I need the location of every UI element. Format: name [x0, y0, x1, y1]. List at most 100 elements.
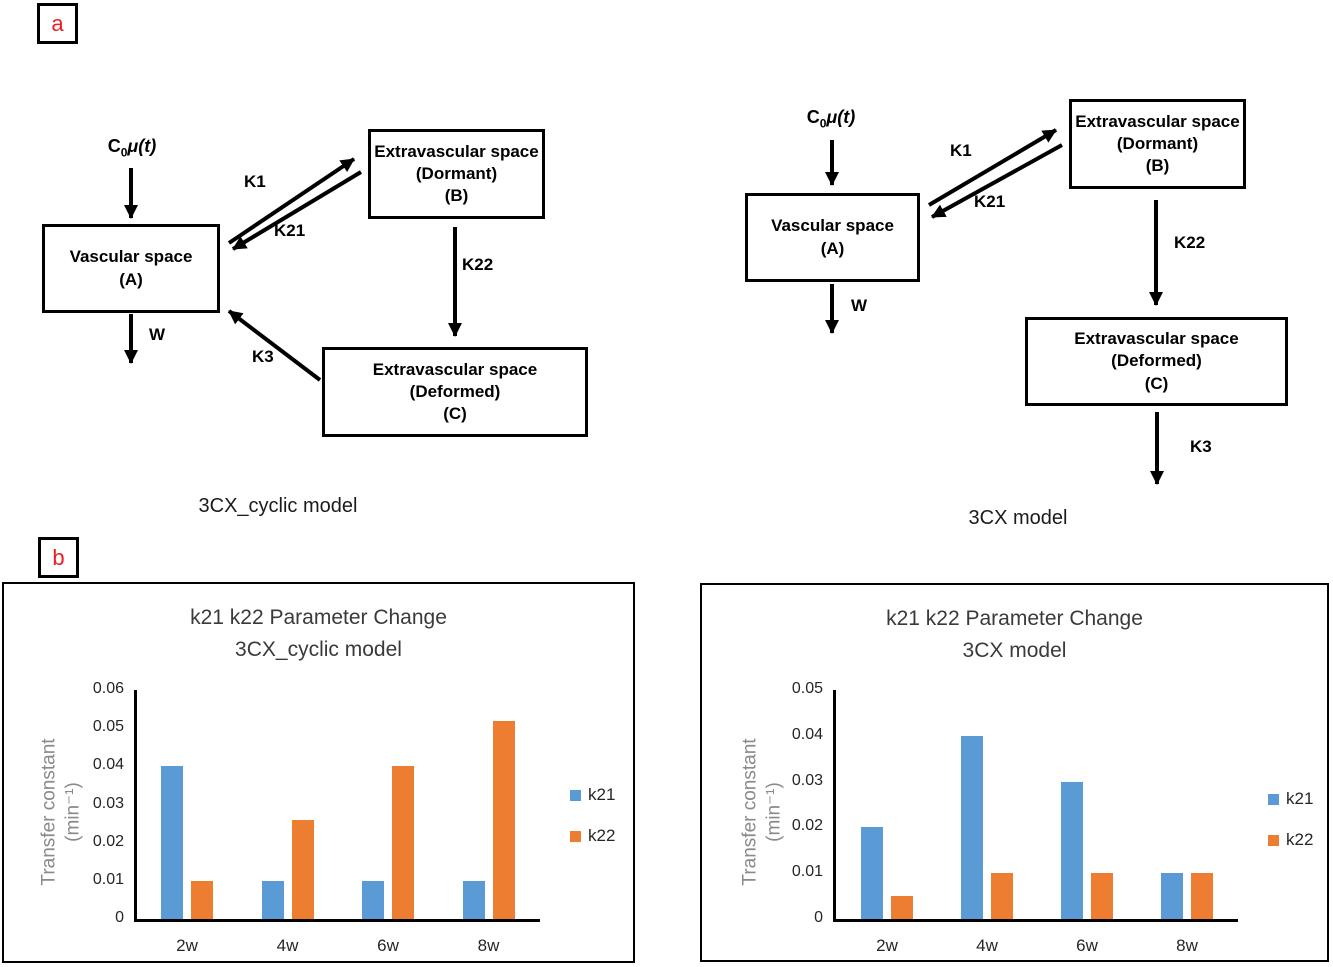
- input-function-label: C0μ(t): [90, 136, 174, 160]
- compartment-box-deformed-left: Extravascular space (Deformed) (C): [322, 347, 588, 437]
- x-category-label: 4w: [976, 936, 998, 955]
- y-tick-label: 0.04: [92, 756, 124, 774]
- bar-k22-6w: [392, 766, 414, 919]
- panel-label-b: b: [38, 537, 79, 578]
- box-line: (B): [1145, 156, 1170, 176]
- bar-chart-cyclic: k21 k22 Parameter Change 3CX_cyclic mode…: [2, 582, 635, 963]
- bar-k21-2w: [861, 827, 883, 919]
- input-mut: μ(t): [127, 136, 157, 156]
- input-mut: μ(t): [826, 107, 856, 127]
- chart-title-line1: k21 k22 Parameter Change: [190, 606, 447, 629]
- x-category-label: 6w: [1076, 936, 1098, 955]
- y-tick-label: 0.05: [791, 680, 823, 697]
- box-line: Extravascular space: [1074, 329, 1239, 349]
- legend-label-k22: k22: [588, 826, 616, 845]
- compartment-box-deformed-right: Extravascular space (Deformed) (C): [1025, 317, 1288, 406]
- rate-label-k1-right: K1: [950, 141, 972, 160]
- legend-item-k22: k22: [570, 826, 615, 846]
- y-tick-label: 0.02: [791, 817, 823, 835]
- y-axis-line: [134, 690, 137, 922]
- input-function-label: C0μ(t): [789, 107, 873, 131]
- y-tick-label: 0.06: [92, 680, 124, 697]
- box-line: Extravascular space: [372, 359, 538, 379]
- y-tick-label: 0.03: [791, 771, 823, 789]
- box-line: (Deformed): [1111, 351, 1202, 371]
- panel-label-b-text: b: [52, 544, 65, 570]
- box-line: (C): [1144, 373, 1169, 393]
- y-tick-label: 0.05: [92, 718, 124, 736]
- box-line: (Deformed): [409, 381, 501, 401]
- chart-legend: k21 k22: [570, 785, 615, 846]
- compartment-box-vascular-right: Vascular space (A): [745, 193, 920, 282]
- x-category-label: 8w: [1176, 936, 1198, 955]
- bar-k22-4w: [991, 873, 1013, 919]
- arrow-k3-left: [227, 309, 322, 382]
- box-line: Vascular space: [69, 247, 193, 267]
- panel-label-a: a: [37, 3, 78, 44]
- y-tick-label: 0: [115, 909, 124, 926]
- x-category-label: 2w: [176, 936, 198, 955]
- compartment-box-vascular-left: Vascular space (A): [42, 224, 220, 313]
- rate-label-k3-right: K3: [1190, 437, 1212, 456]
- rate-label-w-right: W: [851, 296, 868, 315]
- box-line: (B): [444, 186, 469, 206]
- bar-k21-8w: [462, 881, 485, 919]
- chart-title-line1: k21 k22 Parameter Change: [886, 607, 1143, 630]
- chart-title: k21 k22 Parameter Change 3CX model: [702, 603, 1327, 666]
- input-c: C: [806, 107, 820, 127]
- compartment-box-dormant-right: Extravascular space (Dormant) (B): [1069, 99, 1246, 189]
- box-line: (A): [119, 269, 143, 289]
- legend-swatch-k22: [1268, 834, 1279, 846]
- box-line: (Dormant): [1116, 133, 1199, 153]
- legend-label-k22: k22: [1286, 830, 1314, 849]
- box-line: (C): [443, 404, 467, 424]
- y-tick-label: 0: [814, 909, 823, 926]
- x-category-label: 6w: [377, 936, 399, 955]
- chart-title: k21 k22 Parameter Change 3CX_cyclic mode…: [4, 602, 633, 665]
- bar-k21-4w: [261, 881, 284, 919]
- input-c: C: [107, 136, 121, 156]
- bar-k21-4w: [961, 736, 983, 919]
- legend-item-k22: k22: [1268, 830, 1313, 850]
- bar-k22-2w: [191, 881, 213, 919]
- rate-label-k22-right: K22: [1174, 233, 1206, 252]
- x-axis-line: [134, 919, 540, 922]
- box-line: Extravascular space: [1075, 111, 1240, 131]
- rate-label-k22-left: K22: [462, 255, 494, 274]
- x-category-label: 2w: [876, 936, 898, 955]
- y-axis-label-line1: Transfer constant: [38, 738, 60, 886]
- y-axis-line: [833, 690, 836, 922]
- rate-label-k21-right: K21: [974, 192, 1006, 211]
- y-tick-label: 0.01: [92, 870, 124, 888]
- legend-label-k21: k21: [1286, 789, 1314, 808]
- bar-k22-8w: [1191, 873, 1213, 919]
- compartment-box-dormant-left: Extravascular space (Dormant) (B): [368, 129, 545, 219]
- legend-swatch-k21: [1268, 793, 1279, 805]
- legend-swatch-k21: [570, 789, 581, 801]
- bar-k22-4w: [291, 820, 314, 919]
- bar-chart-3cx: k21 k22 Parameter Change 3CX model Trans…: [700, 583, 1329, 962]
- diagram-caption-left: 3CX_cyclic model: [198, 495, 358, 517]
- rate-label-k1-left: K1: [244, 172, 266, 191]
- bar-k22-8w: [492, 721, 515, 919]
- legend-item-k21: k21: [1268, 789, 1313, 809]
- box-line: Vascular space: [771, 216, 894, 236]
- y-tick-label: 0.04: [791, 725, 823, 743]
- y-axis-label-line1: Transfer constant: [739, 738, 761, 886]
- bar-k21-6w: [1061, 782, 1083, 919]
- legend-swatch-k22: [570, 830, 581, 842]
- box-line: (Dormant): [415, 163, 498, 183]
- bar-k22-6w: [1091, 873, 1113, 919]
- rate-label-k3-left: K3: [252, 347, 274, 366]
- x-category-label: 8w: [477, 936, 500, 955]
- y-tick-label: 0.02: [92, 832, 124, 850]
- panel-label-a-text: a: [51, 10, 64, 36]
- input-sub: 0: [120, 145, 128, 160]
- rate-label-w-left: W: [149, 325, 166, 344]
- x-axis-line: [833, 919, 1238, 922]
- rate-label-k21-left: K21: [274, 221, 306, 240]
- box-line: Extravascular space: [374, 141, 539, 161]
- chart-legend: k21 k22: [1268, 789, 1313, 850]
- y-tick-label: 0.01: [791, 863, 823, 881]
